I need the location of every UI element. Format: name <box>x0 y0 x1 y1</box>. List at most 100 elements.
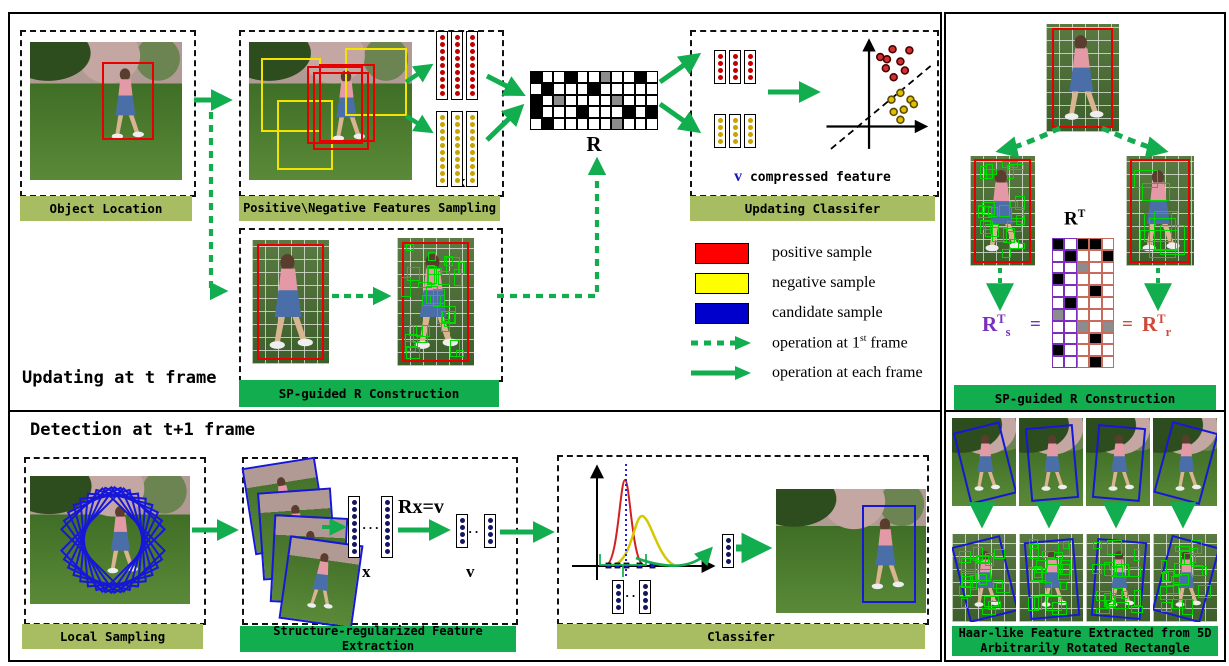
feature-extraction-banner: Structure-regularized Feature Extraction <box>240 624 516 653</box>
matrix-cell <box>530 118 542 130</box>
matrix-cell <box>564 118 577 130</box>
haar-feature-rect <box>443 318 451 327</box>
haar-feature-frame <box>1153 534 1217 622</box>
haar-feature-rect <box>438 271 450 285</box>
target-red-border <box>257 244 324 360</box>
matrix-cell <box>1101 332 1114 345</box>
ellipsis: ·· <box>625 588 638 603</box>
haar-feature-rect <box>1015 214 1026 225</box>
matrix-cell <box>1064 332 1077 345</box>
yellow-scatter-point <box>896 88 905 98</box>
haar-feature-rect <box>1141 182 1170 201</box>
haar-feature-rect <box>1105 599 1115 609</box>
matrix-cell <box>541 82 554 95</box>
matrix-cell <box>599 82 612 95</box>
matrix-cell <box>634 106 647 119</box>
haar-feature-rect <box>1096 591 1112 602</box>
matrix-cell <box>588 94 600 107</box>
matrix-cell <box>1052 297 1065 309</box>
matrix-cell <box>646 82 658 95</box>
haar-feature-rect <box>1034 565 1043 579</box>
feature-column <box>436 111 448 187</box>
haar-feature-rect <box>973 547 983 561</box>
matrix-cell <box>1076 249 1090 262</box>
matrix-cell <box>611 106 624 119</box>
haar-banner: Haar-like Feature Extracted from 5D Arbi… <box>952 626 1218 656</box>
local-sampling-banner-label: Local Sampling <box>59 629 166 644</box>
matrix-cell <box>1052 332 1065 345</box>
matrix-cell <box>623 106 635 119</box>
haar-feature-row <box>952 534 1217 622</box>
red-scatter-point <box>905 46 914 55</box>
matrix-cell <box>564 82 577 95</box>
matrix-cell <box>1076 238 1090 250</box>
matrix-cell <box>1089 344 1102 357</box>
haar-feature-rect <box>1174 563 1182 577</box>
haar-feature-rect <box>1001 248 1011 258</box>
matrix-cell <box>576 106 589 119</box>
positive-feature-columns <box>436 31 478 100</box>
compressed-candidate-column <box>456 514 468 548</box>
matrix-cell <box>1052 238 1065 250</box>
haar-feature-rect <box>1107 540 1123 556</box>
haar-feature-rect <box>1028 538 1038 550</box>
matrix-cell <box>1076 332 1090 345</box>
feature-column <box>612 580 624 614</box>
haar-feature-rect <box>1134 590 1141 607</box>
haar-feature-rect <box>988 207 998 217</box>
matrix-cell <box>530 71 542 83</box>
matrix-cell <box>530 94 542 107</box>
solid-arrow-icon <box>691 366 751 380</box>
feature-column <box>456 514 468 548</box>
matrix-cell <box>576 94 589 107</box>
matrix-cell <box>1101 261 1114 274</box>
result-candidate-box <box>862 505 916 603</box>
feature-column <box>381 496 393 558</box>
red-scatter-point <box>896 57 905 66</box>
haar-feature-rect <box>1160 560 1168 574</box>
matrix-cell <box>588 82 600 95</box>
matrix-cell <box>553 106 565 119</box>
matrix-cell <box>576 82 589 95</box>
legend-label: negative sample <box>772 274 876 291</box>
R-matrix <box>530 71 658 130</box>
haar-feature-rect <box>1003 228 1015 244</box>
matrix-cell <box>634 94 647 107</box>
matrix-cell <box>1064 249 1077 262</box>
matrix-cell <box>1101 308 1114 321</box>
sp-small-haar-frame <box>970 156 1035 266</box>
matrix-cell <box>1076 273 1090 286</box>
classifier-banner: Classifer <box>557 624 925 649</box>
haar-feature-rect <box>981 201 996 215</box>
legend-label: operation at 1st frame <box>772 333 908 352</box>
matrix-cell <box>623 94 635 107</box>
haar-feature-rect <box>428 265 438 284</box>
v-symbol: v <box>734 168 743 185</box>
haar-feature-rect <box>1030 568 1047 582</box>
scatter-points <box>875 44 919 125</box>
pos-neg-banner: Positive\Negative Features Sampling <box>239 196 500 221</box>
haar-feature-rect <box>1165 584 1179 595</box>
sample-box-positive <box>102 62 154 140</box>
haar-feature-rect <box>960 569 977 581</box>
haar-feature-rect <box>1130 605 1143 613</box>
haar-feature-rect <box>978 573 988 586</box>
haar-feature-rect <box>1144 212 1172 243</box>
matrix-cell <box>1052 273 1065 286</box>
matrix-cell <box>1089 285 1102 298</box>
matrix-cell <box>599 106 612 119</box>
target-red-border <box>402 242 469 362</box>
x-label: x <box>362 562 371 581</box>
haar-banner-line1: Haar-like Feature Extracted from 5D <box>958 626 1212 640</box>
legend-row-first-frame: operation at 1st frame <box>672 328 944 358</box>
matrix-cell <box>599 94 612 107</box>
rotated-candidate-box <box>1153 421 1217 505</box>
haar-feature-rect <box>1047 558 1063 565</box>
haar-feature-rect <box>1092 541 1103 549</box>
haar-feature-rect <box>1149 217 1177 259</box>
matrix-cell <box>1064 285 1077 298</box>
haar-feature-rect <box>985 552 995 566</box>
matrix-cell <box>1064 273 1077 286</box>
RT-matrix <box>1052 238 1114 368</box>
